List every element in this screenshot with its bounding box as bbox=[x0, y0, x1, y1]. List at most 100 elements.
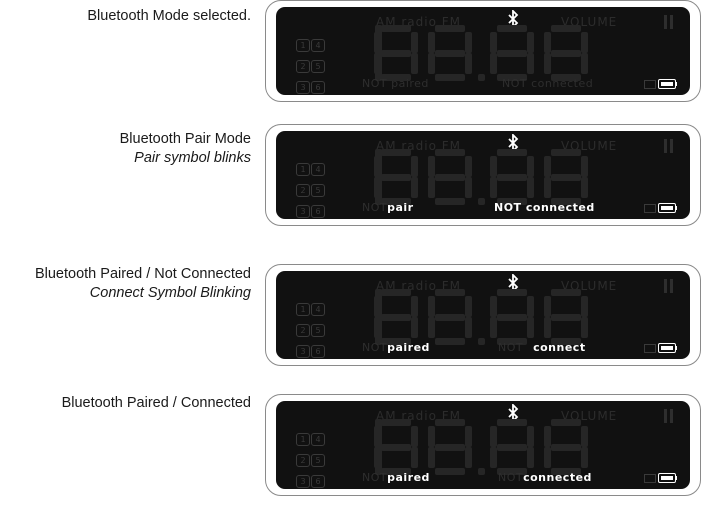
preset-2: 2 bbox=[296, 184, 310, 197]
lcd-segment bbox=[465, 317, 472, 338]
lcd-segment bbox=[551, 468, 581, 475]
lcd-segment bbox=[381, 338, 411, 345]
lcd-segment bbox=[497, 173, 527, 181]
lcd-segment bbox=[381, 468, 411, 475]
state-row-paired-connected: Bluetooth Paired / Connected AM radio FM… bbox=[0, 394, 703, 504]
caption-title: Bluetooth Pair Mode bbox=[119, 131, 251, 147]
caption-title: Bluetooth Mode selected. bbox=[87, 8, 251, 24]
lcd-segment bbox=[381, 173, 411, 181]
preset-3: 3 bbox=[296, 81, 310, 94]
lcd-segment bbox=[551, 173, 581, 181]
lcd-segment bbox=[551, 338, 581, 345]
lcd-segment bbox=[435, 49, 465, 57]
lcd-decimal-point bbox=[478, 468, 485, 475]
lcd-segment bbox=[527, 447, 534, 468]
preset-5: 5 bbox=[311, 454, 325, 467]
lcd-segment bbox=[435, 149, 465, 156]
lcd-segment bbox=[411, 426, 418, 447]
pair-status-label: NOTpaired bbox=[362, 471, 430, 484]
lcd-segment bbox=[497, 149, 527, 156]
lcd-decimal-point bbox=[478, 74, 485, 81]
lcd-segment bbox=[435, 313, 465, 321]
lcd-segment bbox=[544, 32, 551, 53]
connect-status-label: NOTconnected bbox=[498, 471, 592, 484]
lcd-segment bbox=[435, 173, 465, 181]
lcd-segment bbox=[465, 177, 472, 198]
lcd-segment bbox=[490, 426, 497, 447]
lcd-segment bbox=[527, 53, 534, 74]
caption-title: Bluetooth Paired / Not Connected bbox=[34, 266, 251, 282]
lcd-segment bbox=[465, 296, 472, 317]
lcd-segment bbox=[428, 156, 435, 177]
battery-icon bbox=[644, 343, 678, 353]
lcd-segment bbox=[581, 53, 588, 74]
lcd-segment bbox=[551, 198, 581, 205]
lcd-segment bbox=[497, 468, 527, 475]
battery-icon bbox=[644, 79, 678, 89]
pair-status-label: NOTpair bbox=[362, 201, 414, 214]
lcd-segment bbox=[497, 25, 527, 32]
preset-1: 1 bbox=[296, 163, 310, 176]
lcd-segment bbox=[435, 468, 465, 475]
lcd-segment bbox=[374, 426, 381, 447]
lcd-segment bbox=[374, 447, 381, 468]
caption-subtitle: Connect Symbol Blinking bbox=[89, 285, 251, 301]
pair-status-lit: pair bbox=[387, 201, 414, 214]
lcd-segment bbox=[490, 156, 497, 177]
lcd-segment bbox=[435, 74, 465, 81]
preset-6: 6 bbox=[311, 345, 325, 358]
preset-2: 2 bbox=[296, 324, 310, 337]
lcd-segment bbox=[381, 289, 411, 296]
state-row-paired-not-connected: Bluetooth Paired / Not Connected Connect… bbox=[0, 264, 703, 374]
preset-6: 6 bbox=[311, 81, 325, 94]
connect-status-dim: NOT bbox=[498, 471, 524, 484]
lcd-segment bbox=[581, 32, 588, 53]
lcd-segment bbox=[544, 296, 551, 317]
pause-icon bbox=[664, 279, 674, 293]
lcd-segment bbox=[497, 198, 527, 205]
lcd-segment bbox=[527, 177, 534, 198]
lcd-segment bbox=[581, 317, 588, 338]
lcd-segment bbox=[544, 447, 551, 468]
lcd-segment bbox=[374, 317, 381, 338]
caption-subtitle: Pair symbol blinks bbox=[134, 150, 251, 166]
lcd-segment bbox=[411, 177, 418, 198]
lcd-segment bbox=[544, 53, 551, 74]
lcd-segment bbox=[551, 443, 581, 451]
preset-3: 3 bbox=[296, 345, 310, 358]
preset-4: 4 bbox=[311, 433, 325, 446]
preset-5: 5 bbox=[311, 324, 325, 337]
connect-status-lit: connect bbox=[533, 341, 586, 354]
lcd-segment bbox=[381, 149, 411, 156]
lcd-segment bbox=[551, 49, 581, 57]
lcd-segment bbox=[544, 317, 551, 338]
lcd-decimal-point bbox=[478, 338, 485, 345]
lcd-segment bbox=[581, 177, 588, 198]
connect-status-lit: connected bbox=[523, 471, 592, 484]
lcd-segment bbox=[490, 32, 497, 53]
bluetooth-icon bbox=[508, 10, 519, 28]
lcd-segment bbox=[435, 25, 465, 32]
lcd-segment bbox=[544, 156, 551, 177]
lcd-segment bbox=[527, 32, 534, 53]
pause-icon bbox=[664, 15, 674, 29]
lcd-segment bbox=[374, 32, 381, 53]
lcd-segment bbox=[497, 49, 527, 57]
state-caption: Bluetooth Paired / Not Connected Connect… bbox=[35, 265, 251, 303]
lcd-segment bbox=[374, 156, 381, 177]
pair-status-dim: NOT bbox=[362, 341, 388, 354]
lcd-segment bbox=[428, 32, 435, 53]
lcd-segment bbox=[527, 156, 534, 177]
lcd-segment bbox=[465, 32, 472, 53]
lcd-segment bbox=[581, 426, 588, 447]
preset-4: 4 bbox=[311, 39, 325, 52]
pause-icon bbox=[664, 409, 674, 423]
lcd-segment bbox=[374, 53, 381, 74]
bluetooth-icon bbox=[508, 404, 519, 422]
